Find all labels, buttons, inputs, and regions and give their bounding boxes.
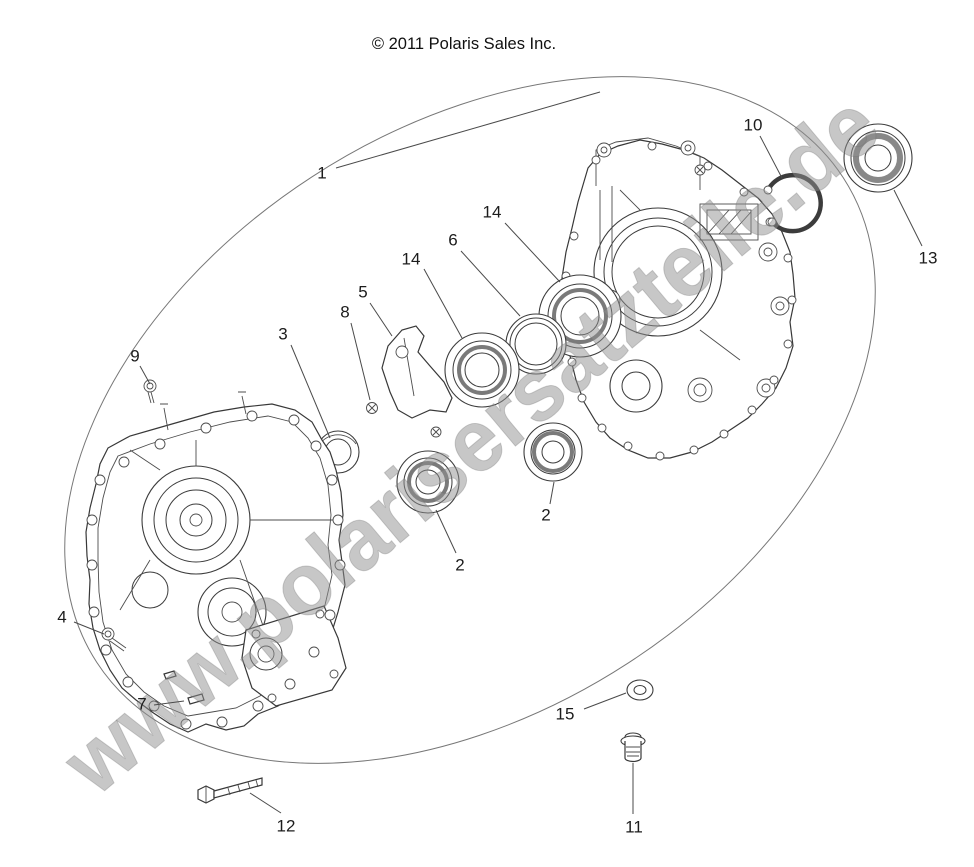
leader-line-5-4	[369, 302, 393, 337]
leader-line-8-3	[350, 322, 371, 401]
leader-line-2-11	[435, 509, 457, 554]
ball-bearing-right	[523, 422, 583, 482]
leader-line-1-0	[335, 91, 601, 169]
crankcase-left	[85, 391, 347, 733]
callout-5-4: 5	[358, 282, 367, 301]
retainer-bolts	[366, 402, 442, 438]
spacer-ring	[505, 313, 567, 375]
breather-plate	[699, 203, 759, 241]
bearing-retainer-bracket	[381, 325, 453, 419]
dowel-pins	[163, 670, 205, 705]
leader-line-15-14	[583, 692, 627, 710]
callout-15-14: 15	[556, 704, 575, 723]
leader-line-3-2	[290, 344, 331, 439]
crankcase-right	[561, 137, 797, 461]
leader-line-9-1	[139, 365, 151, 385]
leader-line-2-10	[549, 481, 555, 505]
crankcase-left-bolt-holes	[86, 410, 346, 730]
leader-line-4-12	[73, 621, 105, 635]
callouts-layer: 1 9 3 85 14 6 14 10 13 2 2 4 7 15 11 12	[57, 91, 938, 836]
hex-bolt	[197, 777, 263, 804]
cylinder-flange	[241, 605, 347, 707]
callout-9-1: 9	[130, 346, 139, 365]
main-bearing-left	[444, 332, 520, 408]
callout-2-11: 2	[455, 555, 464, 574]
flange-bolt-4	[101, 627, 127, 652]
callout-8-3: 8	[340, 302, 349, 321]
ball-bearing-left	[396, 450, 460, 514]
leader-line-10-8	[759, 135, 783, 179]
callout-10-8: 10	[744, 115, 763, 134]
callout-14-5: 14	[402, 249, 421, 268]
circlip	[763, 172, 823, 234]
drain-plug	[620, 732, 646, 763]
callout-7-13: 7	[137, 694, 146, 713]
callout-1-0: 1	[317, 163, 326, 182]
leader-line-14-5	[423, 268, 463, 339]
top-screw	[694, 164, 706, 176]
callout-13-9: 13	[919, 248, 938, 267]
leader-line-12-16	[249, 792, 282, 814]
flange-bolt-9	[143, 379, 157, 404]
leader-line-7-13	[153, 700, 185, 706]
leader-line-13-9	[893, 189, 923, 247]
callout-14-7: 14	[483, 202, 502, 221]
callout-11-15: 11	[625, 817, 643, 836]
callout-4-12: 4	[57, 607, 66, 626]
callout-6-6: 6	[448, 230, 457, 249]
oil-seal	[843, 123, 913, 193]
callout-2-10: 2	[541, 505, 550, 524]
leader-line-14-7	[504, 222, 561, 283]
leader-line-6-6	[460, 250, 521, 317]
sealing-washer	[626, 679, 654, 701]
copyright-title: © 2011 Polaris Sales Inc.	[372, 35, 556, 53]
callout-3-2: 3	[278, 324, 287, 343]
callout-12-16: 12	[277, 816, 296, 835]
